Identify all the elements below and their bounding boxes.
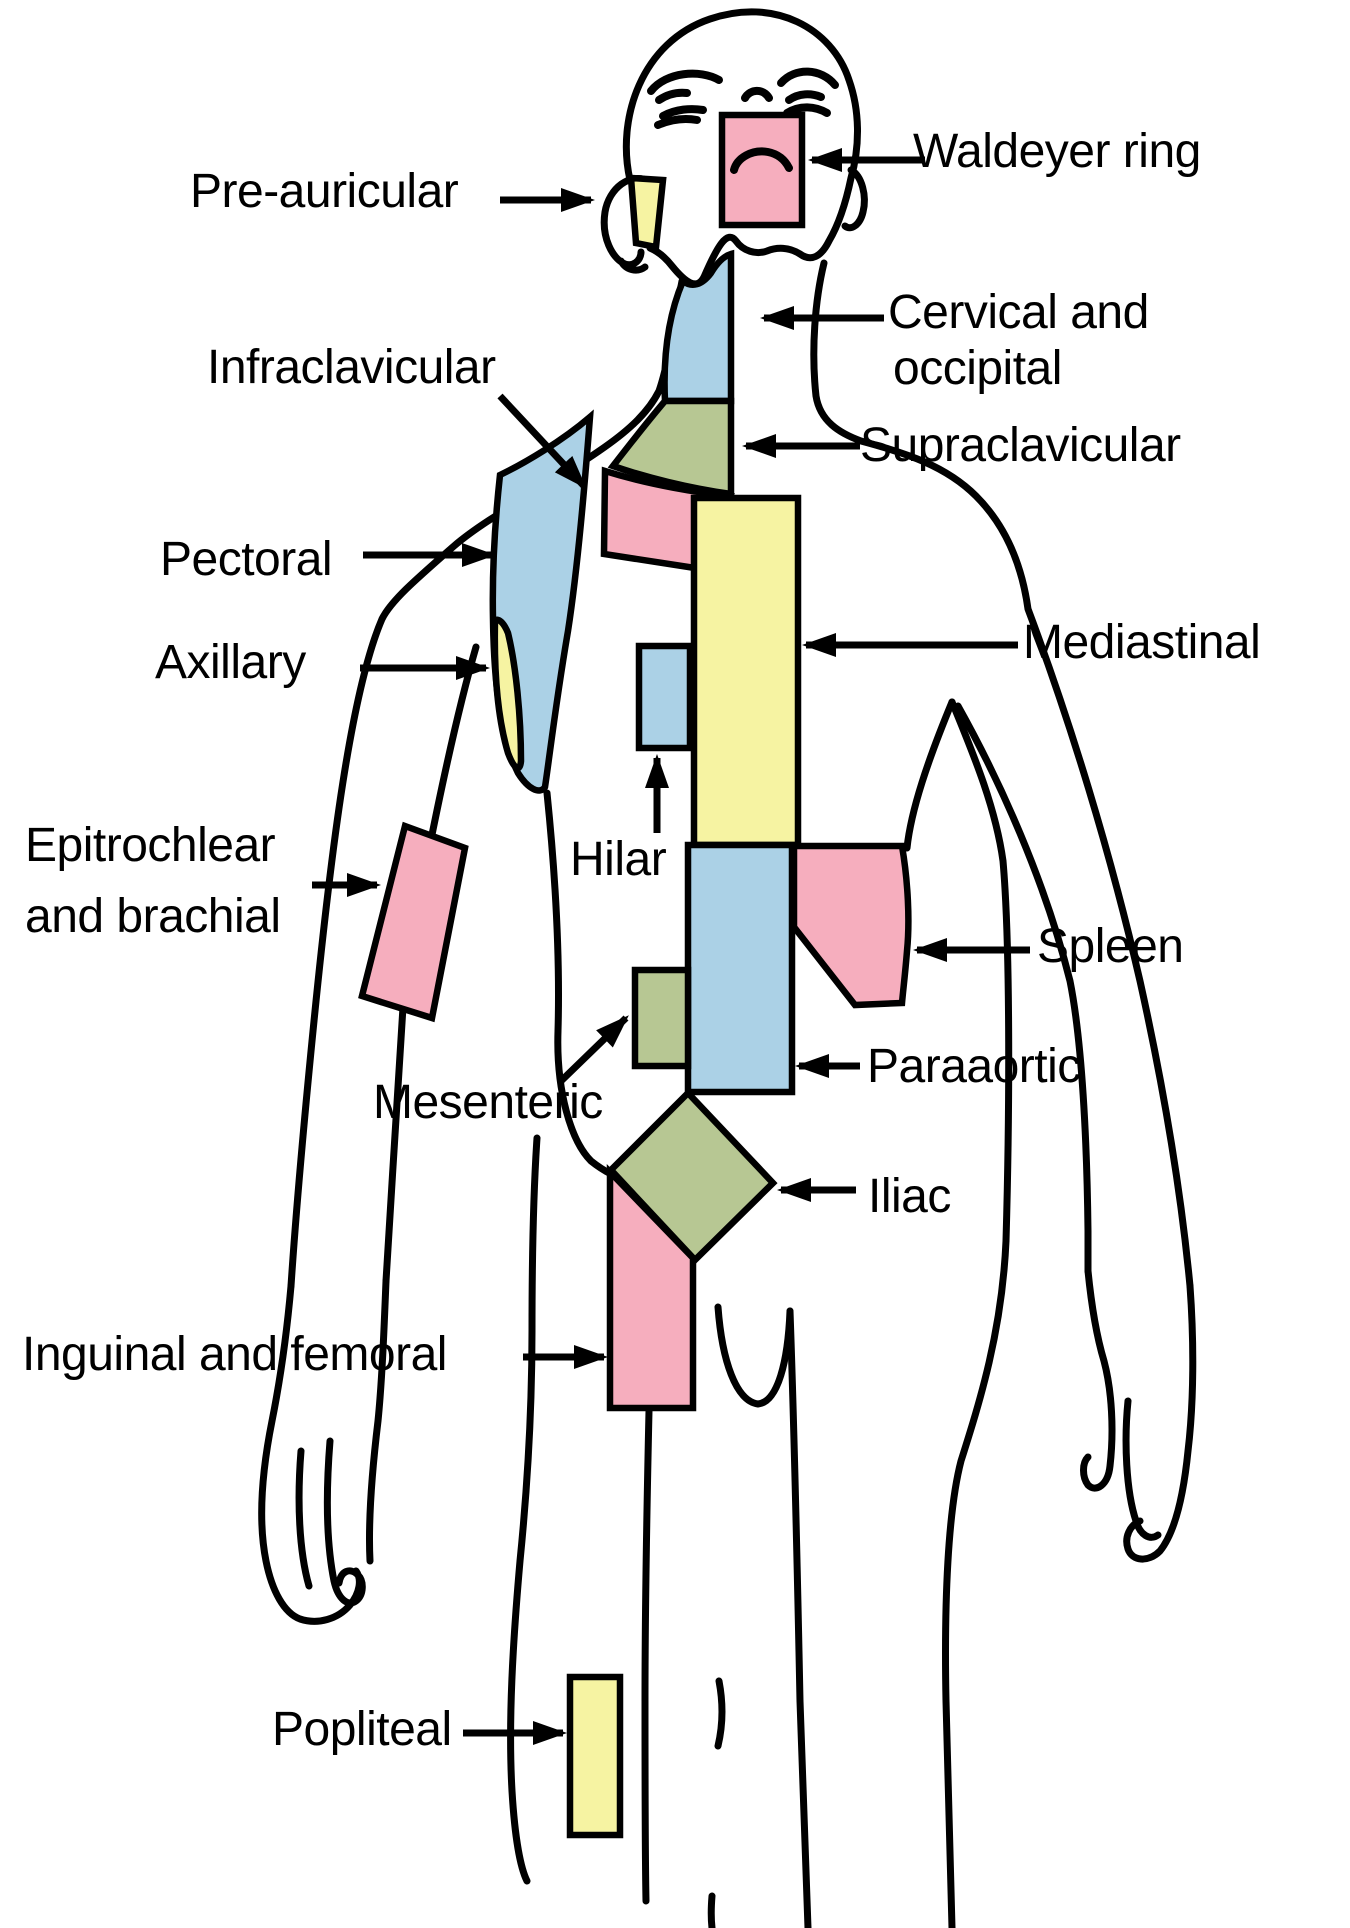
- right-eyebrow: [777, 67, 839, 89]
- label-cervical-line1: Cervical and: [888, 286, 1149, 339]
- label-supraclavicular: Supraclavicular: [860, 419, 1181, 472]
- arrow-mesenteric: [557, 1015, 629, 1085]
- right-chest-line: [903, 698, 956, 852]
- left-torso-line: [543, 789, 615, 1178]
- left-leg-inner-line: [641, 1407, 653, 1905]
- label-hilar: Hilar: [570, 833, 667, 886]
- labels: Pre-auricular Infraclavicular Pectoral A…: [22, 125, 1261, 1756]
- left-hand: [258, 1277, 390, 1625]
- arrows: [312, 148, 1030, 1745]
- region-popliteal: [566, 1673, 624, 1839]
- region-inguinal-femoral: [606, 1163, 697, 1412]
- mouth-frown: [730, 147, 793, 174]
- label-waldeyer-ring: Waldeyer ring: [913, 125, 1201, 178]
- region-epitrochlear-brachial: [358, 821, 469, 1023]
- knee-contour-lines: [707, 1677, 726, 1928]
- label-infraclavicular: Infraclavicular: [207, 341, 496, 394]
- right-torso-leg-outer-line: [942, 698, 1013, 1928]
- region-hilar: [635, 642, 694, 752]
- region-paraaortic: [684, 841, 796, 1096]
- region-mesenteric: [631, 966, 692, 1070]
- region-mediastinal: [690, 494, 802, 849]
- region-axillary: [491, 616, 525, 772]
- left-eye-line-2: [654, 115, 701, 129]
- crotch-line: [714, 1303, 794, 1408]
- label-popliteal: Popliteal: [272, 1703, 452, 1756]
- right-eye-line: [783, 103, 831, 117]
- label-inguinal-femoral: Inguinal and femoral: [22, 1328, 447, 1381]
- node-regions: [358, 111, 912, 1839]
- right-ear: [841, 166, 868, 232]
- label-axillary: Axillary: [155, 636, 306, 689]
- right-eyebrow-line: [785, 90, 825, 104]
- label-mediastinal: Mediastinal: [1023, 616, 1260, 669]
- region-cervical-occipital: [661, 249, 735, 405]
- label-epitrochlear-line2: and brachial: [25, 890, 281, 943]
- nose: [741, 86, 773, 102]
- arrow-infraclavicular: [497, 393, 587, 489]
- left-ear: [600, 175, 653, 274]
- label-pectoral: Pectoral: [160, 533, 332, 586]
- right-hand: [1080, 1267, 1197, 1563]
- left-eye-line-1: [659, 105, 707, 120]
- label-paraaortic: Paraaortic: [867, 1040, 1081, 1093]
- region-spleen: [790, 842, 912, 1009]
- left-hip-leg-outer-line: [507, 1134, 541, 1885]
- left-neck-shoulder-arm-line: [287, 277, 686, 1290]
- region-pre-auricular: [627, 174, 667, 251]
- left-eyebrow-line: [655, 88, 691, 104]
- label-cervical-line2: occipital: [893, 342, 1062, 395]
- right-neck-shoulder-arm-line: [810, 259, 1194, 1290]
- label-epitrochlear-line1: Epitrochlear: [25, 819, 276, 872]
- label-spleen: Spleen: [1037, 920, 1183, 973]
- right-leg-inner-line: [786, 1307, 812, 1928]
- label-pre-auricular: Pre-auricular: [190, 165, 459, 218]
- left-eyebrow: [647, 69, 723, 95]
- right-arm-inner-line: [954, 702, 1092, 1275]
- label-mesenteric: Mesenteric: [373, 1076, 603, 1129]
- label-iliac: Iliac: [868, 1170, 951, 1223]
